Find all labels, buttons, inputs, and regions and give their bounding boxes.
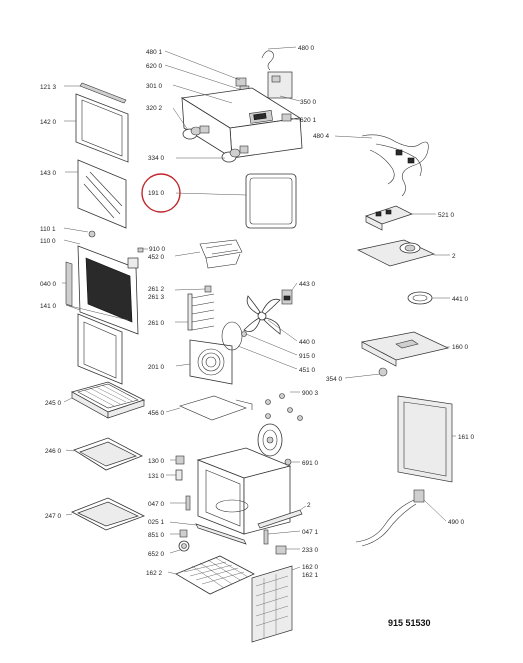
label-301-0: 301 0	[146, 83, 162, 90]
label-320-2: 320 2	[146, 105, 162, 112]
label-452-0: 452 0	[148, 254, 164, 261]
label-900-3: 900 3	[302, 390, 318, 397]
label-162-0: 162 0	[302, 564, 318, 571]
label-354-0: 354 0	[326, 376, 342, 383]
trays-group	[63, 381, 146, 531]
label-025-1: 025 1	[148, 519, 164, 526]
label-261-0: 261 0	[148, 320, 164, 327]
label-851-0: 851 0	[148, 532, 164, 539]
label-620-1: 620 1	[300, 117, 316, 124]
label-480-0: 480 0	[298, 45, 314, 52]
label-247-0: 247 0	[45, 513, 61, 520]
label-245-0: 245 0	[45, 400, 61, 407]
label-691-0: 691 0	[302, 460, 318, 467]
label-915-0: 915 0	[299, 353, 315, 360]
label-047-0: 047 0	[148, 501, 164, 508]
door-group	[64, 82, 129, 229]
label-121-3: 121 3	[40, 84, 56, 91]
heating-fan-group	[165, 239, 298, 421]
label-130-0: 130 0	[148, 458, 164, 465]
label-443-0: 443 0	[299, 281, 315, 288]
label-162-2: 162 2	[146, 570, 162, 577]
label-350-0: 350 0	[300, 99, 316, 106]
label-110-0: 110 0	[40, 238, 56, 245]
label-246-0: 246 0	[45, 448, 61, 455]
part-labels: 480 1 480 0 620 0 301 0 350 0 121 3 620 …	[40, 45, 474, 579]
right-parts-group	[344, 205, 456, 547]
label-480-1: 480 1	[146, 49, 162, 56]
label-162-1: 162 1	[302, 572, 318, 579]
label-490-0: 490 0	[448, 519, 464, 526]
label-261-3: 261 3	[148, 294, 164, 301]
label-2-top: 2	[452, 253, 456, 260]
label-142-0: 142 0	[40, 119, 56, 126]
label-521-0: 521 0	[438, 212, 454, 219]
gasket-group	[141, 173, 297, 229]
label-261-2: 261 2	[148, 286, 164, 293]
label-141-0: 141 0	[40, 303, 56, 310]
cavity-group	[166, 391, 307, 643]
highlight-circle	[141, 173, 181, 213]
label-233-0: 233 0	[302, 547, 318, 554]
label-131-0: 131 0	[148, 473, 164, 480]
label-110-1: 110 1	[40, 226, 56, 233]
inner-door-group	[62, 227, 148, 385]
label-143-0: 143 0	[40, 170, 56, 177]
label-456-0: 456 0	[148, 410, 164, 417]
label-652-0: 652 0	[148, 551, 164, 558]
label-334-0: 334 0	[148, 155, 164, 162]
label-451-0: 451 0	[299, 367, 315, 374]
label-040-0: 040 0	[40, 281, 56, 288]
label-440-0: 440 0	[299, 339, 315, 346]
label-161-0: 161 0	[458, 434, 474, 441]
label-441-0: 441 0	[452, 296, 468, 303]
control-panel-group	[164, 46, 429, 197]
label-620-0: 620 0	[146, 63, 162, 70]
label-480-4: 480 4	[313, 133, 329, 140]
label-910-0: 910 0	[149, 246, 165, 253]
document-number: 915 51530	[388, 618, 431, 628]
label-160-0: 160 0	[452, 344, 468, 351]
label-191-0: 191 0	[148, 190, 164, 197]
label-047-1: 047 1	[302, 529, 318, 536]
label-201-0: 201 0	[148, 364, 164, 371]
label-2-bottom: 2	[307, 502, 311, 509]
